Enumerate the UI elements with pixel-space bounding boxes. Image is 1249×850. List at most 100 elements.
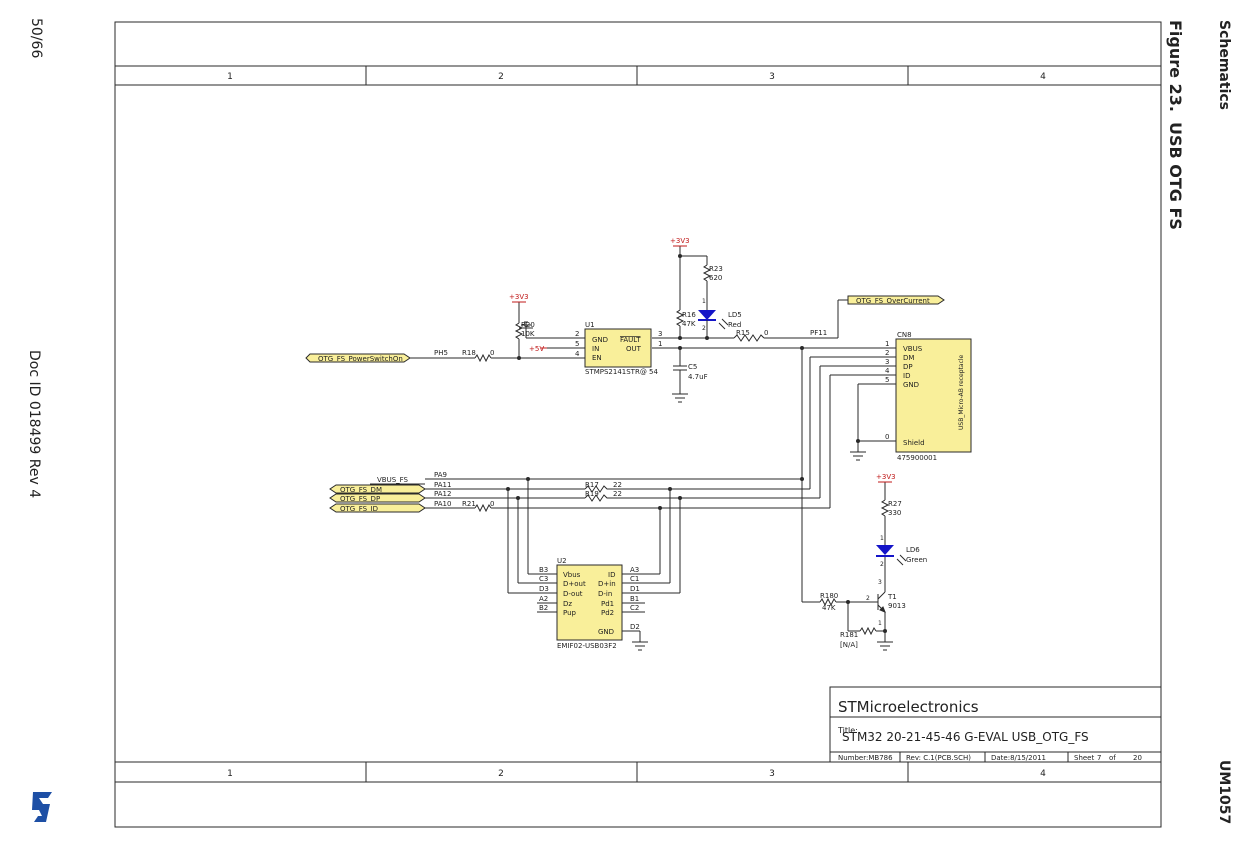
r181-val: [N/A] (840, 641, 858, 649)
zone-top-3: 3 (769, 72, 775, 82)
ground-symbols (519, 321, 893, 651)
port-power-switch-on: OTG_FS_PowerSwitchOn (305, 353, 411, 363)
svg-text:OTG_FS_OverCurrent: OTG_FS_OverCurrent (856, 297, 930, 305)
port-id: OTG_FS_ID (329, 503, 426, 513)
svg-text:2: 2 (702, 325, 706, 332)
r21-ref: R21 (462, 500, 476, 508)
net-pf11: PF11 (810, 329, 827, 337)
r180-val: 47K (822, 604, 836, 612)
zone-bottom-1: 1 (227, 769, 233, 779)
u1-pin-out: OUT (626, 345, 642, 353)
u1-pin-fault: FAULT (620, 336, 641, 344)
r20-val: 10K (521, 330, 535, 338)
zone-top-1: 1 (227, 72, 233, 82)
u1-pin-in: IN (592, 345, 599, 353)
u2-pin-vbus: Vbus (563, 571, 581, 579)
port-dm: OTG_FS_DM (329, 484, 426, 494)
r181-ref: R181 (840, 631, 858, 639)
u1-num-4: 4 (575, 350, 580, 358)
svg-text:3: 3 (878, 579, 882, 586)
cn8-num-4: 4 (885, 367, 890, 375)
zone-top-2: 2 (498, 72, 504, 82)
svg-text:OTG_FS_DM: OTG_FS_DM (340, 486, 382, 494)
u2-part: EMIF02-USB03F2 (557, 642, 617, 650)
r19-val: 22 (613, 490, 622, 498)
ld6-val: Green (906, 556, 927, 564)
cn8-pin-shield: Shield (903, 439, 925, 447)
svg-text:2: 2 (880, 561, 884, 568)
u2-num-c2: C2 (630, 604, 639, 612)
r20-ref: R20 (521, 321, 535, 329)
tb-of-label: of (1109, 754, 1116, 762)
port-dp: OTG_FS_DP (329, 493, 426, 503)
u1-part: STMPS2141STR@ 54 (585, 368, 658, 376)
u2-num-a3: A3 (630, 566, 639, 574)
r17-val: 22 (613, 481, 622, 489)
u1-chip (574, 328, 652, 368)
r18-val: 0 (490, 349, 494, 357)
tb-sheet-label: Sheet (1074, 754, 1094, 762)
t1-val: 9013 (888, 602, 906, 610)
svg-text:OTG_FS_PowerSwitchOn: OTG_FS_PowerSwitchOn (318, 355, 403, 363)
power-3v3-r20: +3V3 (509, 293, 529, 301)
tb-number: Number:MB786 (838, 754, 893, 762)
tb-title-label: Title: (837, 726, 858, 735)
svg-text:1: 1 (880, 535, 884, 542)
u2-num-c3: C3 (539, 575, 548, 583)
u1-num-1: 1 (658, 340, 662, 348)
tb-company: STMicroelectronics (838, 698, 979, 716)
u2-num-b1: B1 (630, 595, 639, 603)
r15-val: 0 (764, 329, 768, 337)
u2-pin-dmin: D-in (598, 590, 612, 598)
cn8-pin-dp: DP (903, 363, 913, 371)
cn8-num-5: 5 (885, 376, 889, 384)
cn8-part: 475900001 (897, 454, 937, 462)
u2-pin-pd2: Pd2 (601, 609, 614, 617)
power-3v3-r27: +3V3 (876, 473, 896, 481)
u2-pin-pd1: Pd1 (601, 600, 614, 608)
section-title: Schematics (1216, 20, 1232, 111)
u2-num-d3: D3 (539, 585, 549, 593)
r16-val: 47K (682, 320, 696, 328)
cn8-pin-dm: DM (903, 354, 914, 362)
cn8-num-2: 2 (885, 349, 889, 357)
u2-num-b2: B2 (539, 604, 548, 612)
zone-bottom-4: 4 (1040, 769, 1046, 779)
tb-title: STM32 20-21-45-46 G-EVAL USB_OTG_FS (842, 730, 1089, 744)
doc-code: UM1057 (1216, 760, 1232, 825)
cn8-num-1: 1 (885, 340, 889, 348)
tb-sheet: 7 (1097, 754, 1101, 762)
st-logo (30, 790, 56, 824)
u2-pin-dpin: D+in (598, 580, 616, 588)
t1-ref: T1 (887, 593, 897, 601)
cn8-num-0: 0 (885, 433, 889, 441)
u1-ref: U1 (585, 321, 595, 329)
led-ld6-icon (876, 545, 907, 566)
cn8-connector (895, 338, 972, 453)
svg-text:2: 2 (866, 595, 870, 602)
ld6-ref: LD6 (906, 546, 920, 554)
net-pa9: PA9 (434, 471, 447, 479)
r21-val: 0 (490, 500, 494, 508)
u2-num-d2: D2 (630, 623, 640, 631)
net-ph5: PH5 (434, 349, 448, 357)
power-5v: +5V (529, 345, 544, 353)
cn8-num-3: 3 (885, 358, 889, 366)
tb-date: Date:8/15/2011 (991, 754, 1046, 762)
r18-ref: R18 (462, 349, 476, 357)
ld5-val: Red (728, 321, 741, 329)
u2-num-d1: D1 (630, 585, 640, 593)
cn8-pin-vbus: VBUS (903, 345, 923, 353)
u2-num-b3: B3 (539, 566, 548, 574)
net-pa11: PA11 (434, 481, 451, 489)
net-pa12: PA12 (434, 490, 451, 498)
cn8-ref: CN8 (897, 331, 912, 339)
figure-title: USB OTG FS (1166, 122, 1185, 230)
ld5-ref: LD5 (728, 311, 742, 319)
cn8-pin-gnd: GND (903, 381, 919, 389)
r27-ref: R27 (888, 500, 902, 508)
u1-num-3: 3 (658, 330, 662, 338)
cn8-desc: USB_Micro-AB receptacle (958, 354, 965, 430)
transistor-t1-icon (877, 591, 886, 613)
u1-pin-en: EN (592, 354, 602, 362)
